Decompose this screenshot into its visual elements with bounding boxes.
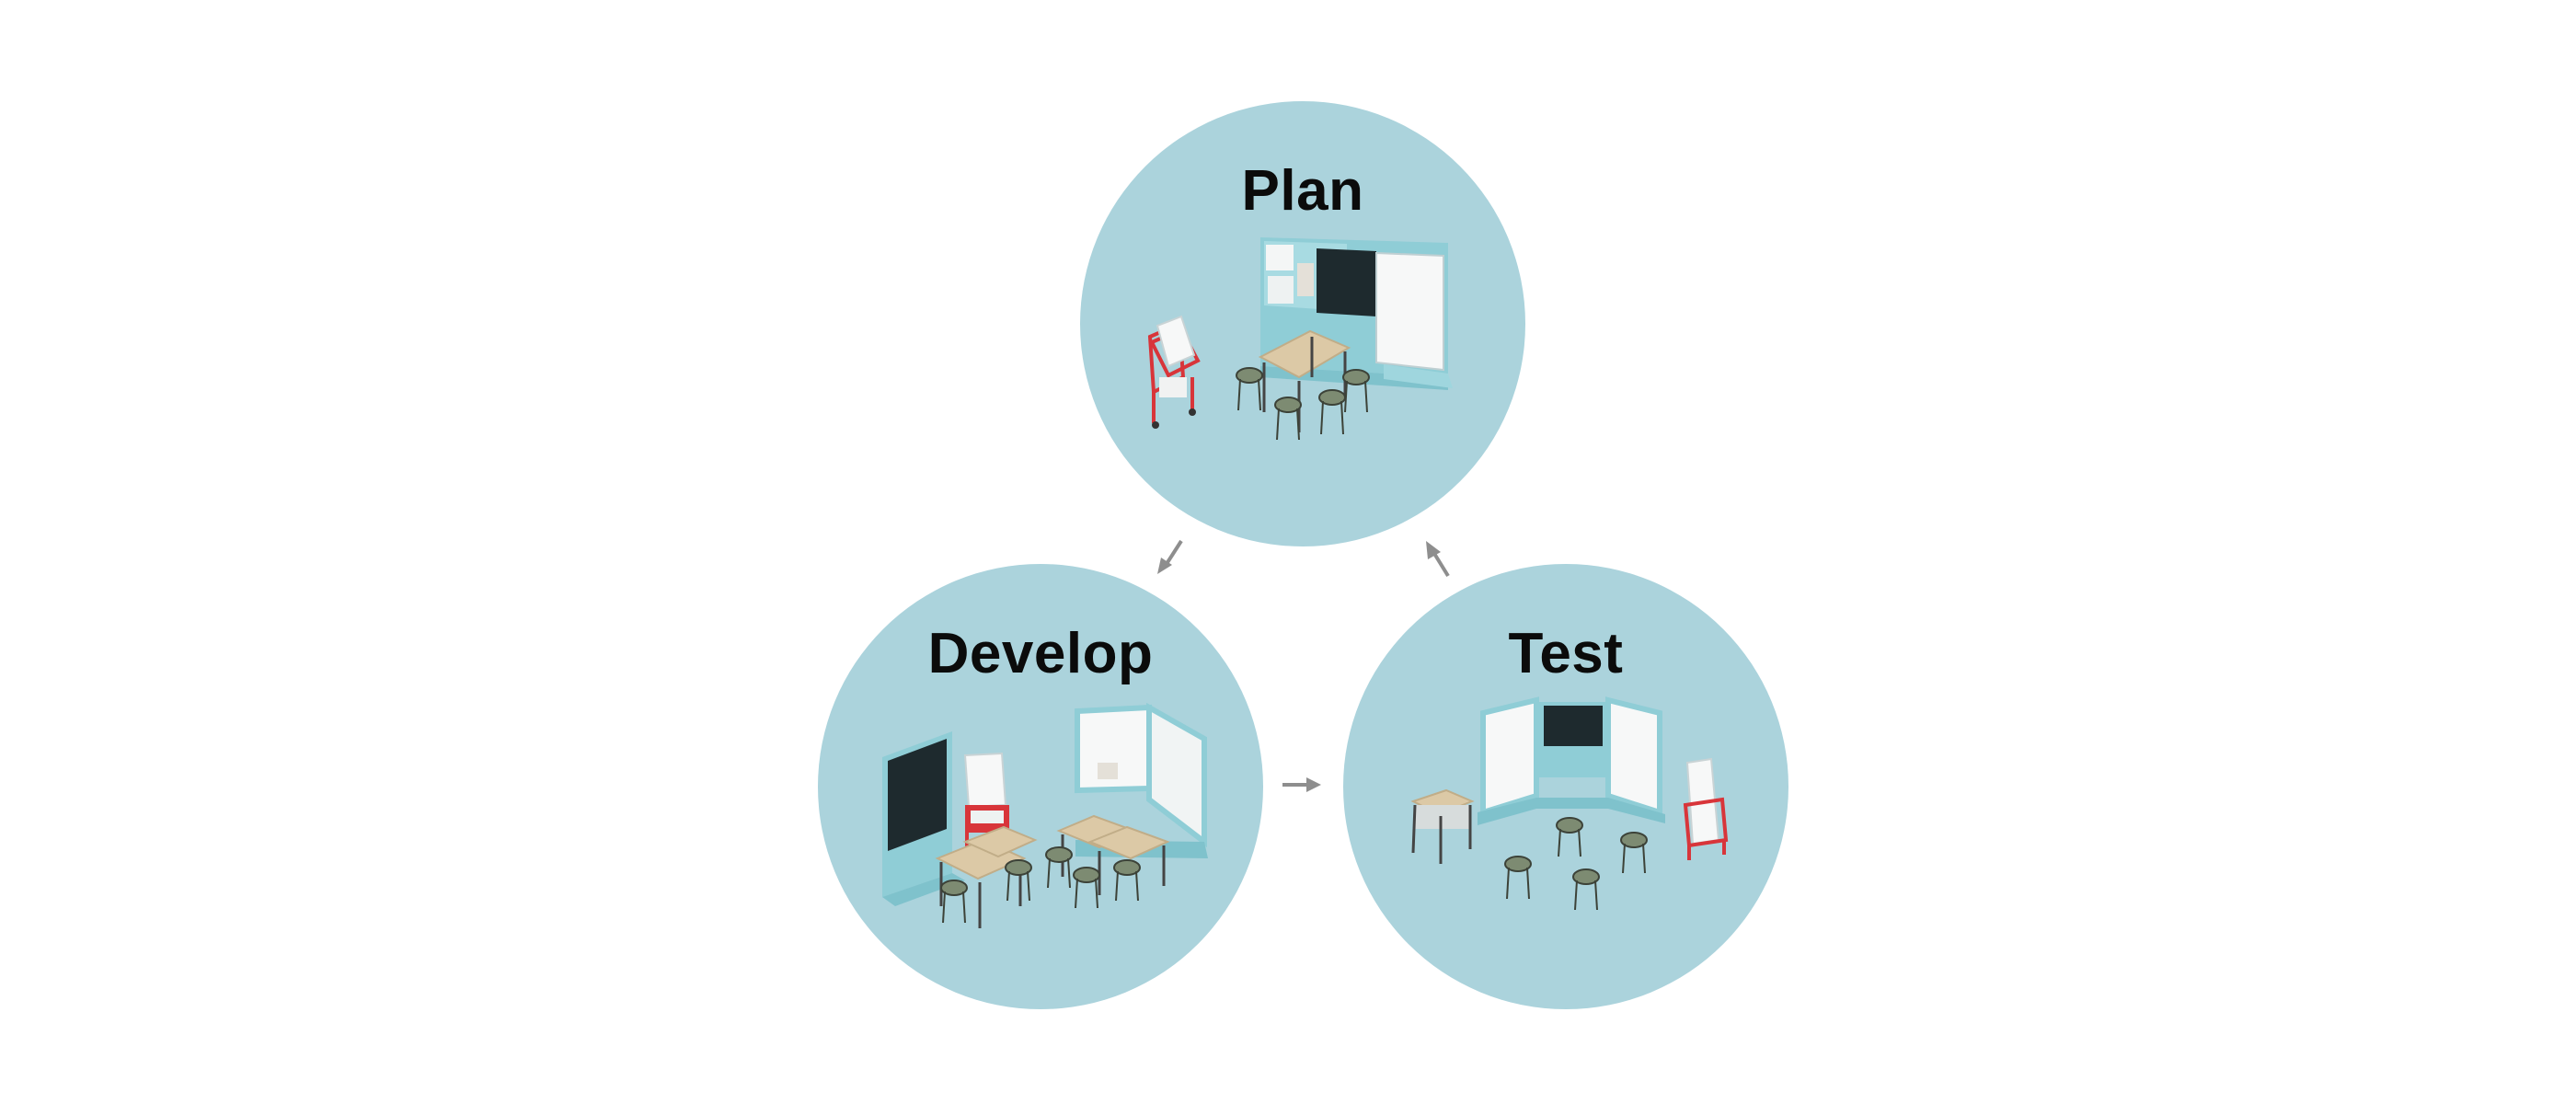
test-furniture-illustration <box>1343 564 1788 1009</box>
stools <box>1505 818 1647 910</box>
arrow-test-to-plan-icon <box>1417 535 1463 581</box>
arrow-develop-to-test-icon <box>1279 773 1325 797</box>
wall-panel-system <box>1478 700 1665 825</box>
flipchart-cart <box>1150 316 1198 429</box>
flipchart-cart <box>1685 759 1726 860</box>
arrow-plan-to-develop-icon <box>1150 534 1196 580</box>
develop-stage-circle: Develop <box>818 564 1263 1009</box>
develop-furniture-illustration <box>818 564 1263 1009</box>
test-stage-circle: Test <box>1343 564 1788 1009</box>
mobile-table <box>1413 790 1472 864</box>
plan-furniture-illustration <box>1080 101 1525 546</box>
plan-stage-circle: Plan <box>1080 101 1525 546</box>
